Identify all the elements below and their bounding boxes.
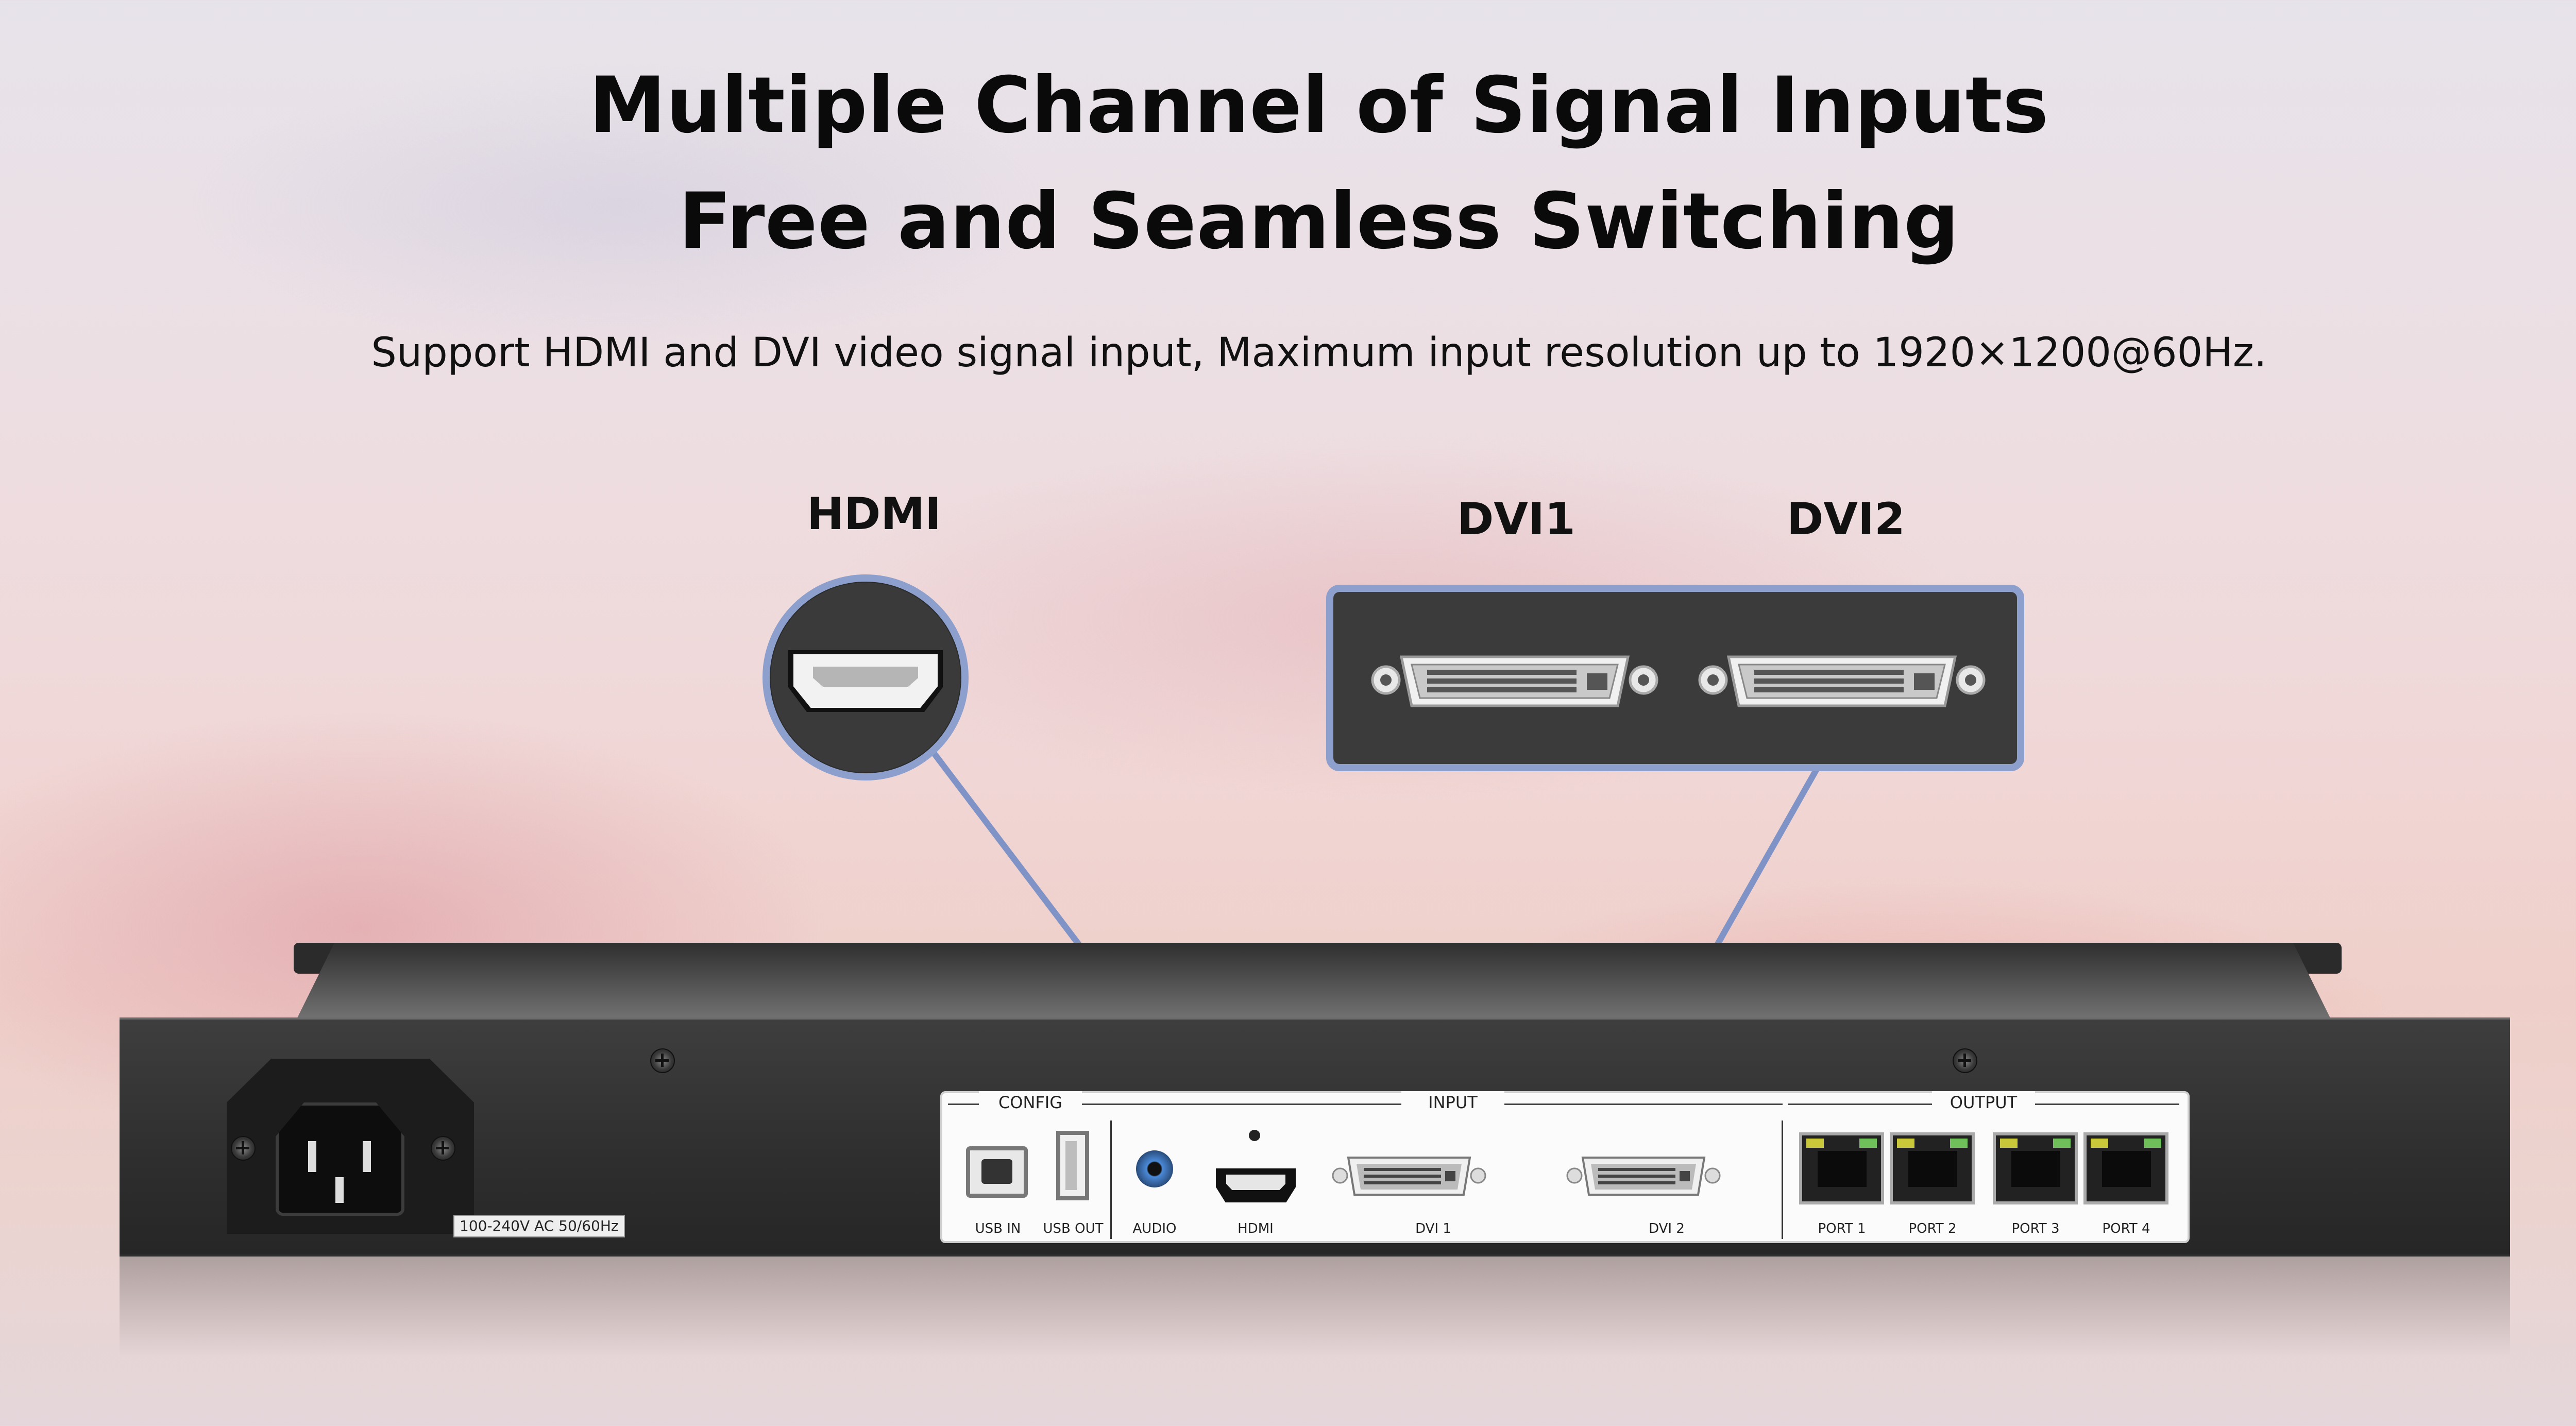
screw-icon (431, 1136, 455, 1161)
usb-out-label: USB OUT (1043, 1221, 1104, 1236)
config-group-label: CONFIG (979, 1091, 1082, 1114)
headline-line-2: Free and Seamless Switching (679, 177, 1959, 266)
ethernet-port-icon (1799, 1132, 1884, 1204)
screw-icon (231, 1136, 256, 1161)
dvi2-label: DVI 2 (1649, 1221, 1685, 1236)
hdmi-label: HDMI (1238, 1221, 1274, 1236)
port2-label: PORT 2 (1908, 1221, 1957, 1236)
subtitle: Support HDMI and DVI video signal input,… (371, 330, 2267, 376)
usb-out-port-slot (1065, 1141, 1077, 1190)
audio-label: AUDIO (1132, 1221, 1177, 1236)
ethernet-port-icon (2083, 1132, 2168, 1204)
hdmi-port-zoom-slot (813, 667, 918, 687)
dvi1-callout-label: DVI1 (1457, 494, 1575, 545)
input-group-label: INPUT (1401, 1091, 1504, 1114)
dvi2-callout-label: DVI2 (1787, 494, 1905, 545)
dvi1-port-zoom-icon (1371, 655, 1658, 707)
device-reflection (120, 1254, 2510, 1357)
port4-label: PORT 4 (2102, 1221, 2150, 1236)
dvi1-label: DVI 1 (1415, 1221, 1451, 1236)
headline-line-1: Multiple Channel of Signal Inputs (589, 61, 2049, 150)
ethernet-port-icon (1890, 1132, 1975, 1204)
device-top-cover (294, 943, 2334, 1025)
screw-icon (650, 1048, 675, 1073)
audio-jack-icon (1136, 1150, 1173, 1187)
usb-in-port-slot (981, 1159, 1012, 1184)
output-group-label: OUTPUT (1932, 1091, 2035, 1114)
hdmi-callout-label: HDMI (807, 488, 941, 540)
usb-in-label: USB IN (975, 1221, 1021, 1236)
panel-divider (1782, 1121, 1783, 1239)
dvi2-port-zoom-icon (1698, 655, 1986, 707)
ethernet-port-icon (1993, 1132, 2078, 1204)
power-rating-label: 100-240V AC 50/60Hz (453, 1215, 625, 1237)
hdmi-port-slot (1226, 1175, 1285, 1190)
panel-divider (1110, 1121, 1112, 1239)
port1-label: PORT 1 (1818, 1221, 1866, 1236)
input-group-line (948, 1104, 1783, 1105)
dvi1-port-icon (1332, 1157, 1486, 1196)
status-led-icon (1249, 1130, 1260, 1141)
power-pin (335, 1177, 344, 1203)
screw-icon (1953, 1048, 1977, 1073)
power-pin (308, 1141, 316, 1172)
power-pin (363, 1141, 371, 1172)
port3-label: PORT 3 (2011, 1221, 2060, 1236)
dvi2-port-icon (1566, 1157, 1721, 1196)
